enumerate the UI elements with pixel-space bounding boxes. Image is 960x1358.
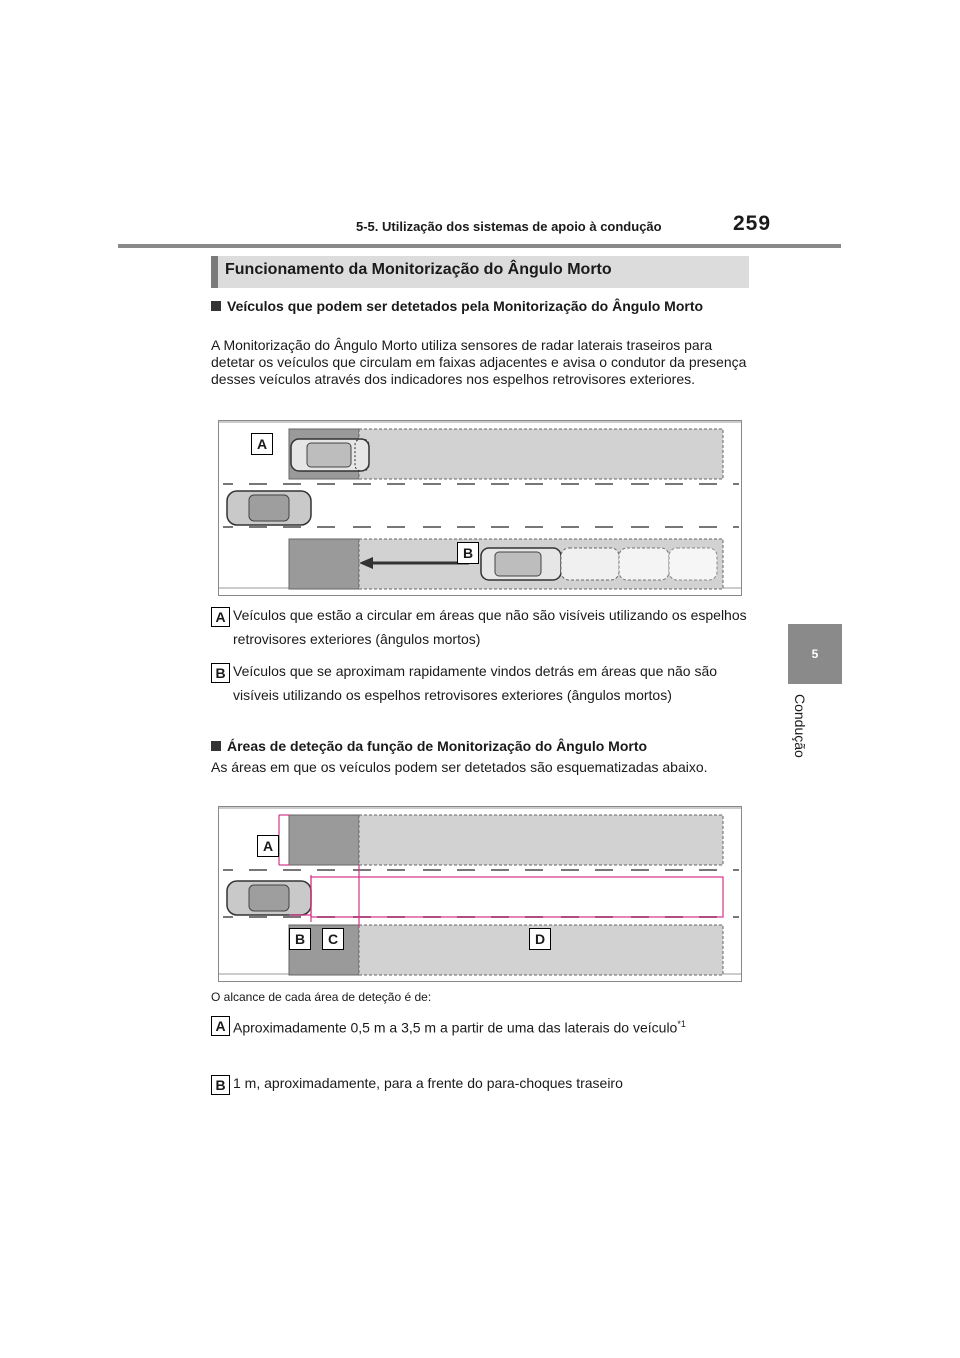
square-bullet-icon: [211, 301, 221, 311]
footnote-ref: *1: [677, 1019, 686, 1029]
figure-2-drawing: [219, 807, 741, 976]
page-number: 259: [733, 212, 772, 235]
paragraph-areas: As áreas em que os veículos podem ser de…: [211, 759, 708, 775]
item-range-a: Aproximadamente 0,5 m a 3,5 m a partir d…: [233, 1019, 686, 1036]
own-car: [226, 490, 312, 526]
section-title-bar: Funcionamento da Monitorização do Ângulo…: [211, 256, 749, 288]
figure-1-drawing: [219, 421, 741, 590]
key-range-b: B: [211, 1075, 230, 1095]
lane-markings: [223, 483, 739, 528]
section-title-marker: [211, 256, 218, 288]
subheading-detection-areas: Áreas de deteção da função de Monitoriza…: [211, 737, 741, 755]
key-range-a: A: [211, 1016, 230, 1036]
figure2-label-d: D: [529, 928, 551, 950]
chapter-number: 5: [811, 647, 819, 661]
figure-blind-spot-vehicles: A B: [218, 420, 742, 596]
figure2-label-b: B: [289, 928, 311, 950]
approaching-cars: [480, 547, 718, 581]
zone-bottom-light: [358, 924, 724, 976]
range-lines: [278, 814, 724, 927]
key-b: B: [211, 663, 230, 683]
figure-label-a: A: [251, 433, 273, 455]
zone-b-dark: [288, 538, 360, 590]
key-a: A: [211, 607, 230, 627]
figure-detection-areas: A B C D: [218, 806, 742, 982]
subheading-detectable-vehicles: Veículos que podem ser detetados pela Mo…: [211, 297, 741, 315]
zone-a-light: [358, 428, 724, 480]
figure2-label-c: C: [322, 928, 344, 950]
running-header-section: 5-5. Utilização dos sistemas de apoio à …: [356, 219, 662, 234]
zone-top-dark: [288, 814, 360, 866]
own-car-2: [226, 880, 312, 916]
item-a-text: Veículos que estão a circular em áreas q…: [233, 607, 747, 647]
figure-caption: O alcance de cada área de deteção é de:: [211, 990, 432, 1004]
zone-top-light: [358, 814, 724, 866]
item-b-text: Veículos que se aproximam rapidamente vi…: [233, 663, 718, 703]
chapter-tab: 5: [788, 624, 842, 684]
paragraph-intro: A Monitorização do Ângulo Morto utiliza …: [211, 337, 747, 387]
section-title: Funcionamento da Monitorização do Ângulo…: [225, 261, 612, 278]
chapter-name: Condução: [792, 694, 808, 758]
header-rule: [118, 244, 841, 248]
square-bullet-icon: [211, 741, 221, 751]
figure2-label-a: A: [257, 835, 279, 857]
item-range-b: 1 m, aproximadamente, para a frente do p…: [233, 1075, 623, 1091]
figure-label-b: B: [457, 542, 479, 564]
car-in-blind-spot: [290, 438, 370, 472]
